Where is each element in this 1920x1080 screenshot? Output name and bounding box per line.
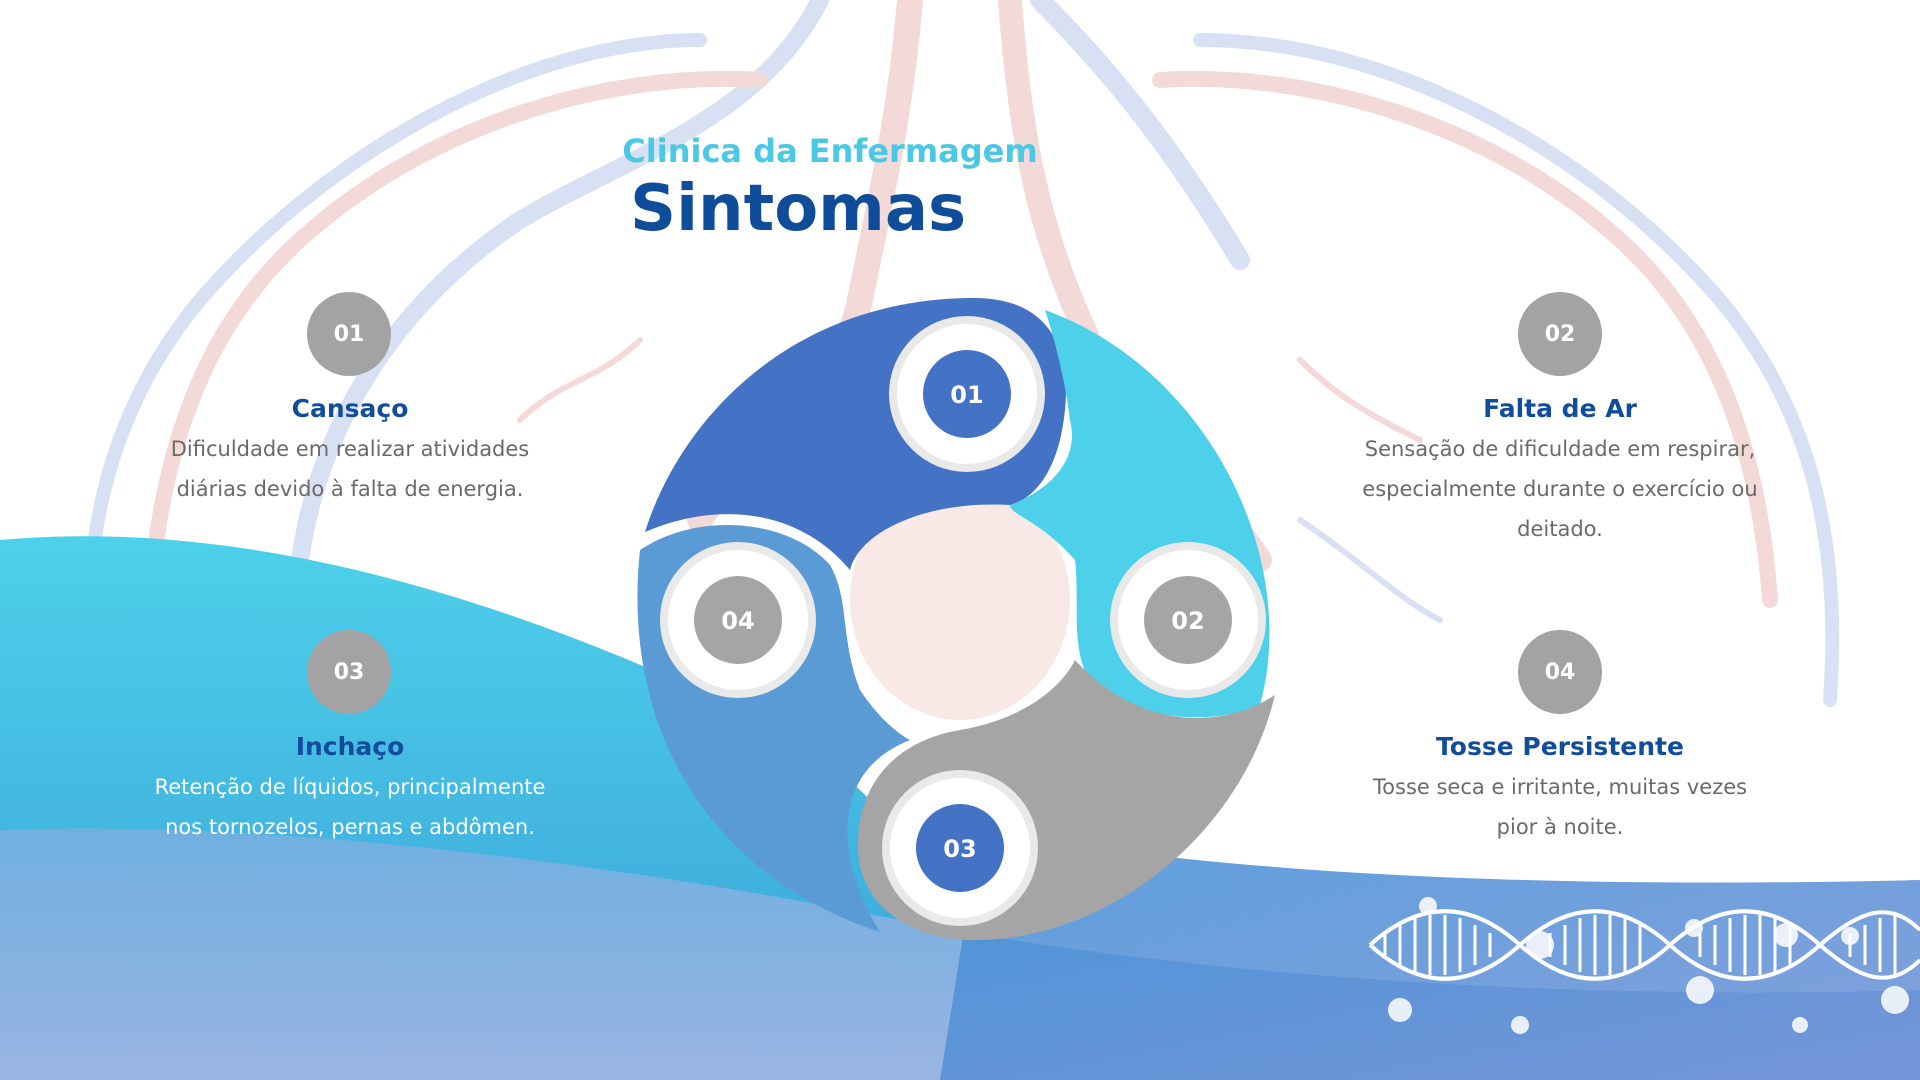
item-02-description: Sensação de dificuldade em respirar, esp… — [1362, 437, 1758, 541]
item-03-badge: 03 — [307, 630, 391, 714]
cycle-node-01-number: 01 — [950, 381, 983, 409]
cycle-node-03-circle — [916, 804, 1004, 892]
item-03-title: Inchaço — [295, 732, 405, 761]
item-03: Inchaço Retenção de líquidos, principalm… — [140, 732, 560, 847]
subtitle: Clinica da Enfermagem — [622, 132, 1038, 170]
cycle-node-03-number: 03 — [943, 835, 976, 863]
item-02-title: Falta de Ar — [1483, 394, 1637, 423]
item-01-title: Cansaço — [291, 394, 409, 423]
cycle-node-01-circle — [923, 350, 1011, 438]
bubbles — [1388, 897, 1909, 1034]
item-04-badge: 04 — [1518, 630, 1602, 714]
item-01: Cansaço Dificuldade em realizar atividad… — [140, 394, 560, 509]
cycle-node-04-circle — [694, 576, 782, 664]
item-04-title: Tosse Persistente — [1436, 732, 1684, 761]
item-04: Tosse Persistente Tosse seca e irritante… — [1350, 732, 1770, 847]
item-02-badge: 02 — [1518, 292, 1602, 376]
item-04-description: Tosse seca e irritante, muitas vezes pio… — [1372, 775, 1748, 839]
vessel-illustration — [80, 0, 1840, 720]
page-title: Sintomas — [630, 172, 967, 246]
item-02: Falta de Ar Sensação de dificuldade em r… — [1350, 394, 1770, 549]
item-01-badge: 01 — [307, 292, 391, 376]
item-03-description: Retenção de líquidos, principalmente nos… — [154, 775, 546, 839]
cycle-node-02-number: 02 — [1171, 607, 1204, 635]
dna-illustration — [1368, 909, 1920, 981]
cycle-node-02-circle — [1144, 576, 1232, 664]
item-01-description: Dificuldade em realizar atividades diári… — [170, 437, 530, 501]
cycle-node-04-number: 04 — [721, 607, 754, 635]
dna-rungs — [1383, 915, 1897, 975]
